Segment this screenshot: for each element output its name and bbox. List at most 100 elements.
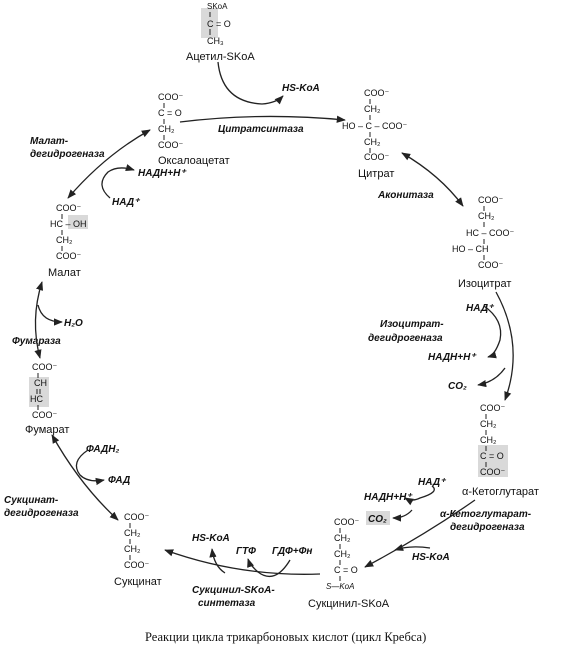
arrow-malate-oxaloacetate xyxy=(67,129,151,199)
fumarate-line-4: COO⁻ xyxy=(32,410,58,420)
succinate-line-4: COO⁻ xyxy=(124,560,150,570)
oxaloacetate-line-1: COO⁻ xyxy=(158,92,184,102)
arrow-acetyl-to-hs-koa xyxy=(217,61,284,105)
cofactor-gtp: ГТФ xyxy=(236,546,256,557)
citrate-name: Цитрат xyxy=(358,168,394,180)
acetyl-scoa-structure: SKoA C = O CH₃ Ацетил-SKoA xyxy=(186,2,255,63)
enzyme-succinyl-synthetase-1: Сукцинил-SKoA- xyxy=(192,585,275,596)
enzyme-aconitase: Аконитаза xyxy=(377,190,434,201)
acetyl-line-3: CH₃ xyxy=(207,36,224,46)
cofactor-hs-koa-citrate: HS-KoA xyxy=(282,83,320,94)
enzyme-succinate-dh-2: дегидрогеназа xyxy=(4,508,79,519)
succinate-line-2: CH₂ xyxy=(124,528,141,538)
isocitrate-line-1: COO⁻ xyxy=(478,195,504,205)
oxaloacetate-line-2: C = O xyxy=(158,108,182,118)
cofactor-fad: ФАД xyxy=(108,475,130,486)
isocitrate-line-5: COO⁻ xyxy=(478,260,504,270)
oxaloacetate-line-4: COO⁻ xyxy=(158,140,184,150)
cofactor-nadh-isocitrate: НАДН+Н⁺ xyxy=(428,352,477,363)
citrate-line-3: HO – C – COO⁻ xyxy=(342,121,408,131)
enzyme-malate-dh-1: Малат- xyxy=(30,136,69,147)
succinyl-line-1: COO⁻ xyxy=(334,517,360,527)
co2-akg-highlight xyxy=(366,511,390,525)
fumarate-line-2: CH xyxy=(34,378,47,388)
enzyme-succinyl-synthetase-2: синтетаза xyxy=(198,598,256,609)
cofactor-gdp: ГДФ+Фн xyxy=(272,546,312,557)
citrate-line-1: COO⁻ xyxy=(364,88,390,98)
cofactor-h2o: H₂O xyxy=(64,318,83,329)
fumarate-structure: COO⁻ CH HC COO⁻ Фумарат xyxy=(25,362,69,436)
citrate-line-2: CH₂ xyxy=(364,104,381,114)
akg-line-2: CH₂ xyxy=(480,419,497,429)
fumarate-line-3: HC xyxy=(30,394,43,404)
citrate-structure: COO⁻ CH₂ HO – C – COO⁻ CH₂ COO⁻ Цитрат xyxy=(342,88,408,180)
acetyl-highlight xyxy=(201,8,218,38)
isocitrate-structure: COO⁻ CH₂ HC – COO⁻ HO – CH COO⁻ Изоцитра… xyxy=(452,195,515,290)
malate-structure: COO⁻ HC – OH CH₂ COO⁻ Малат xyxy=(48,203,88,279)
isocitrate-line-3: HC – COO⁻ xyxy=(466,228,515,238)
enzyme-isocitrate-dh-2: дегидрогеназа xyxy=(368,333,443,344)
arrow-nad-nadh-malate xyxy=(101,164,135,199)
malate-name: Малат xyxy=(48,267,81,279)
succinyl-line-2: CH₂ xyxy=(334,533,351,543)
akg-line-1: COO⁻ xyxy=(480,403,506,413)
malate-line-3: CH₂ xyxy=(56,235,73,245)
alpha-ketoglutarate-structure: COO⁻ CH₂ CH₂ C = O COO⁻ α-Кетоглутарат xyxy=(462,403,539,498)
enzyme-succinate-dh-1: Сукцинат- xyxy=(4,495,59,506)
enzyme-malate-dh-2: дегидрогеназа xyxy=(30,149,105,160)
arrow-gdp-gtp xyxy=(247,558,291,578)
cofactor-nad-malate: НАД⁺ xyxy=(112,197,141,208)
arrow-oxaloacetate-to-citrate xyxy=(179,115,346,123)
enzyme-citrate-synthase: Цитратсинтаза xyxy=(218,124,304,135)
succinyl-line-3: CH₂ xyxy=(334,549,351,559)
citrate-line-5: COO⁻ xyxy=(364,152,390,162)
succinyl-line-5: S—KoA xyxy=(326,582,354,591)
arrow-hs-koa-release xyxy=(209,548,226,574)
akg-line-5: COO⁻ xyxy=(480,467,506,477)
arrow-hs-koa-akg xyxy=(394,543,431,551)
succinate-name: Сукцинат xyxy=(114,576,162,588)
enzyme-isocitrate-dh-1: Изоцитрат- xyxy=(380,319,444,330)
oxaloacetate-structure: COO⁻ C = O CH₂ COO⁻ Оксалоацетат xyxy=(158,92,230,167)
succinate-structure: COO⁻ CH₂ CH₂ COO⁻ Сукцинат xyxy=(114,512,162,588)
acetyl-line-1: SKoA xyxy=(207,2,228,11)
cofactor-co2-isocitrate: CO₂ xyxy=(448,381,467,392)
arrow-succinate-fumarate xyxy=(51,434,119,521)
cycle-arrows xyxy=(34,61,514,578)
fumarate-name: Фумарат xyxy=(25,424,69,436)
arrow-nad-nadh-akg xyxy=(404,485,435,506)
succinyl-line-4: C = O xyxy=(334,565,358,575)
arrow-isocitrate-to-akg xyxy=(495,291,514,401)
oxaloacetate-name: Оксалоацетат xyxy=(158,155,230,167)
akg-highlight xyxy=(478,445,508,477)
succinate-line-3: CH₂ xyxy=(124,544,141,554)
arrow-fad-fadh2 xyxy=(75,449,105,486)
arrow-h2o xyxy=(37,304,63,326)
arrow-akg-to-succinyl xyxy=(364,499,476,568)
malate-highlight xyxy=(68,215,88,229)
isocitrate-name: Изоцитрат xyxy=(458,278,511,290)
cofactor-nadh-malate: НАДН+Н⁺ xyxy=(138,168,187,179)
succinyl-scoa-name: Сукцинил-SKoA xyxy=(308,598,390,610)
succinyl-scoa-structure: COO⁻ CH₂ CH₂ C = O S—KoA Сукцинил-SKoA xyxy=(308,517,390,610)
fumarate-highlight xyxy=(29,377,49,407)
cofactor-nadh-akg: НАДН+Н⁺ xyxy=(364,492,413,503)
isocitrate-line-2: CH₂ xyxy=(478,211,495,221)
enzyme-akg-dh-1: α-Кетоглутарат- xyxy=(440,509,532,520)
cofactor-fadh2: ФАДН₂ xyxy=(86,444,119,455)
cofactor-nad-isocitrate: НАД⁺ xyxy=(466,303,495,314)
citrate-line-4: CH₂ xyxy=(364,137,381,147)
arrow-co2-akg xyxy=(392,509,413,522)
oxaloacetate-line-3: CH₂ xyxy=(158,124,175,134)
akg-line-3: CH₂ xyxy=(480,435,497,445)
arrow-fumarate-malate xyxy=(34,281,44,359)
arrow-co2-isocitrate xyxy=(477,367,506,388)
cofactor-co2-akg: CO₂ xyxy=(368,514,387,525)
isocitrate-line-4: HO – CH xyxy=(452,244,489,254)
succinate-line-1: COO⁻ xyxy=(124,512,150,522)
acetyl-scoa-name: Ацетил-SKoA xyxy=(186,51,255,63)
malate-line-1: COO⁻ xyxy=(56,203,82,213)
arrow-citrate-isocitrate xyxy=(401,152,464,207)
